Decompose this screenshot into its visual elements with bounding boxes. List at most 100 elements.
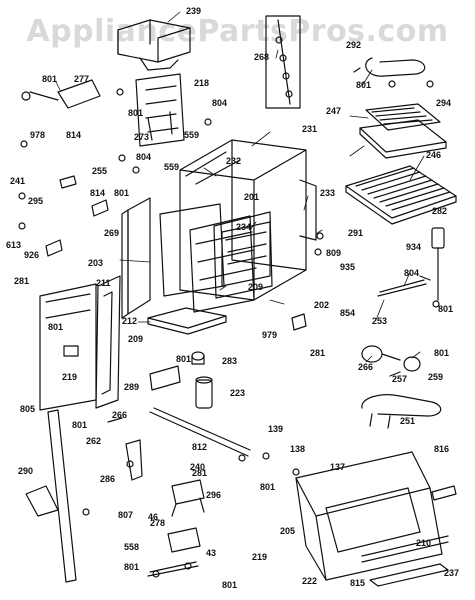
part-number-label: 240 <box>190 462 206 472</box>
bake-element-part <box>362 395 441 428</box>
part-number-label: 934 <box>406 242 422 252</box>
part-number-label: 211 <box>96 278 111 288</box>
part-number-label: 212 <box>122 316 138 326</box>
spark-module-part <box>196 377 212 408</box>
part-number-label: 209 <box>128 334 144 344</box>
bottom-tray-part <box>148 308 226 334</box>
part-number-label: 257 <box>392 374 408 384</box>
part-number-label: 292 <box>346 40 362 50</box>
part-number-label: 801 <box>260 482 276 492</box>
part-number-label: 804 <box>212 98 228 108</box>
part-number-label: 283 <box>222 356 238 366</box>
part-number-label: 286 <box>100 474 116 484</box>
part-number-label: 219 <box>62 372 78 382</box>
broiler-pan-part <box>360 104 446 158</box>
part-number-label: 978 <box>30 130 46 140</box>
part-number-label: 801 <box>42 74 58 84</box>
part-number-label: 223 <box>230 388 246 398</box>
part-number-label: 804 <box>404 268 420 278</box>
door-inner-panel-part <box>40 284 96 410</box>
part-number-label: 239 <box>186 6 202 16</box>
rod-assembly-part <box>266 16 300 108</box>
part-number-label: 854 <box>340 308 356 318</box>
mount-bracket-part <box>150 366 180 390</box>
oven-cavity-body-part <box>180 140 316 300</box>
igniter-part <box>378 276 430 296</box>
part-number-label: 814 <box>90 188 106 198</box>
part-number-label: 559 <box>184 130 200 140</box>
part-number-label: 231 <box>302 124 318 134</box>
part-number-label: 268 <box>254 52 270 62</box>
part-number-label: 815 <box>350 578 366 588</box>
part-number-label: 816 <box>434 444 450 454</box>
part-number-label: 251 <box>400 416 416 426</box>
oven-liner-part <box>160 204 272 312</box>
part-number-label: 46 <box>148 512 159 522</box>
broil-element-small-part <box>354 58 425 76</box>
part-number-label: 289 <box>124 382 140 392</box>
burner-bracket-part <box>22 80 100 108</box>
screw-parts <box>19 81 439 515</box>
part-number-label: 281 <box>14 276 30 286</box>
part-number-label: 269 <box>104 228 120 238</box>
part-number-label: 266 <box>358 362 374 372</box>
part-number-label: 43 <box>206 548 217 558</box>
part-number-label: 296 <box>206 490 222 500</box>
part-number-label: 218 <box>194 78 210 88</box>
part-number-label: 801 <box>176 354 192 364</box>
part-number-label: 266 <box>112 410 128 420</box>
door-side-part <box>96 276 120 408</box>
part-number-label: 237 <box>444 568 460 578</box>
part-number-label: 247 <box>326 106 342 116</box>
part-number-label: 291 <box>348 228 364 238</box>
part-number-label: 809 <box>326 248 342 258</box>
part-number-label: 205 <box>280 526 296 536</box>
part-number-label: 801 <box>222 580 238 590</box>
gas-valve-part <box>362 346 420 376</box>
part-number-label: 801 <box>72 420 88 430</box>
part-number-label: 234 <box>236 222 252 232</box>
part-number-label: 282 <box>432 206 448 216</box>
part-number-label: 255 <box>92 166 108 176</box>
part-number-label: 210 <box>416 538 432 548</box>
part-number-label: 281 <box>192 468 208 478</box>
leg-assembly-part <box>148 562 198 577</box>
part-number-label: 801 <box>438 304 454 314</box>
part-number-label: 801 <box>48 322 64 332</box>
part-number-label: 295 <box>28 196 44 206</box>
part-number-label: 814 <box>66 130 82 140</box>
part-number-label: 559 <box>164 162 180 172</box>
part-number-label: 222 <box>302 576 318 586</box>
part-number-label: 209 <box>248 282 264 292</box>
part-number-label: 253 <box>372 316 388 326</box>
door-handle-rail-part <box>362 486 456 586</box>
side-panel-part <box>122 198 150 318</box>
part-number-label: 137 <box>330 462 346 472</box>
part-number-label: 926 <box>24 250 40 260</box>
part-number-label: 805 <box>20 404 36 414</box>
part-number-label: 233 <box>320 188 336 198</box>
oven-door-part <box>296 452 442 580</box>
part-number-label: 246 <box>426 150 442 160</box>
part-number-label: 138 <box>290 444 306 454</box>
part-number-label: 613 <box>6 240 22 250</box>
part-number-label: 801 <box>114 188 130 198</box>
side-rail-part <box>26 410 76 582</box>
part-number-label: 219 <box>252 552 268 562</box>
part-number-label: 241 <box>10 176 26 186</box>
vent-duct-part <box>136 74 184 146</box>
leader-lines <box>56 12 424 362</box>
part-number-label: 277 <box>74 74 90 84</box>
part-number-label: 139 <box>268 424 284 434</box>
part-number-label: 558 <box>124 542 140 552</box>
hinge-bar-part <box>150 408 250 456</box>
part-number-label: 278 <box>150 518 166 528</box>
part-number-label: 979 <box>262 330 278 340</box>
part-number-label: 801 <box>434 348 450 358</box>
part-number-label: 202 <box>314 300 330 310</box>
clip-parts <box>46 176 306 480</box>
part-number-label: 273 <box>134 132 150 142</box>
part-number-label: 294 <box>436 98 452 108</box>
